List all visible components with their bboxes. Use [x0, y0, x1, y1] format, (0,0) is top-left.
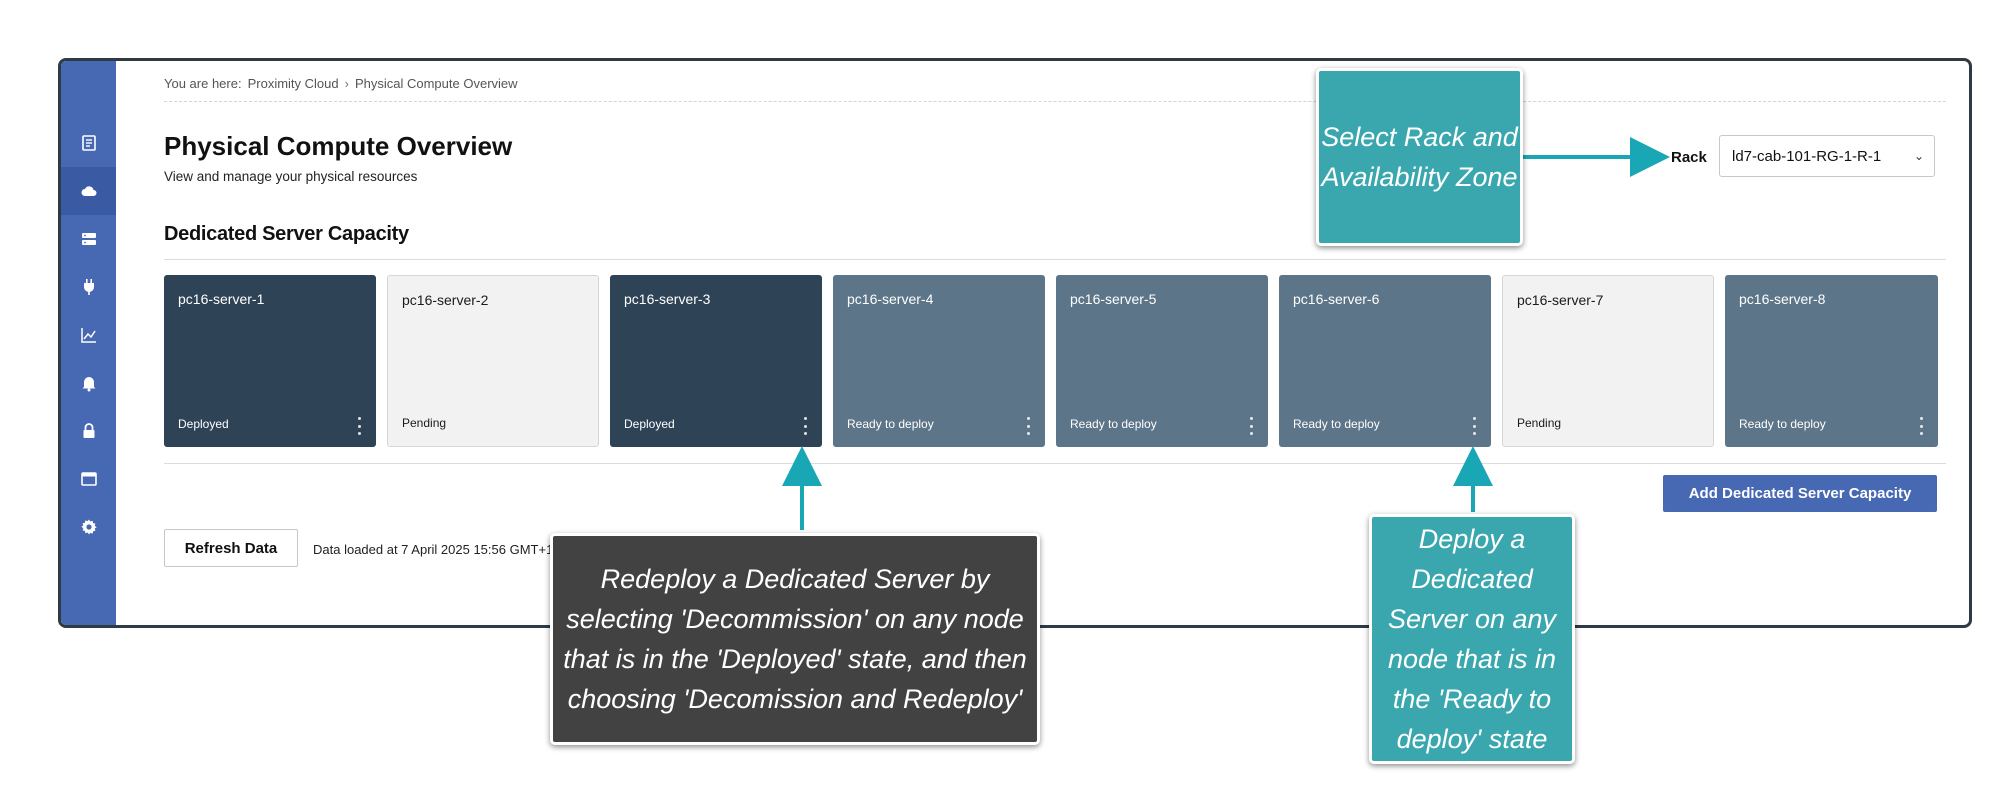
rack-label: Rack [1671, 149, 1707, 166]
breadcrumb-item-proximity-cloud[interactable]: Proximity Cloud [247, 75, 339, 91]
page-title: Physical Compute Overview [164, 131, 513, 161]
refresh-data-button[interactable]: Refresh Data [164, 529, 298, 567]
server-name: pc16-server-8 [1739, 291, 1826, 307]
server-name: pc16-server-7 [1517, 292, 1604, 308]
server-card[interactable]: pc16-server-2 Pending [387, 275, 599, 447]
divider [164, 463, 1946, 464]
server-card[interactable]: pc16-server-1 Deployed [164, 275, 376, 447]
server-status: Ready to deploy [847, 417, 934, 431]
page-subtitle: View and manage your physical resources [164, 169, 418, 184]
server-card[interactable]: pc16-server-4 Ready to deploy [833, 275, 1045, 447]
server-icon [81, 233, 96, 245]
kebab-menu-icon[interactable] [1918, 417, 1924, 435]
breadcrumb: You are here: Proximity Cloud › Physical… [164, 76, 1946, 102]
server-status: Ready to deploy [1070, 417, 1157, 431]
server-card[interactable]: pc16-server-3 Deployed [610, 275, 822, 447]
main-content: You are here: Proximity Cloud › Physical… [116, 61, 1969, 625]
nav-item-alerts[interactable] [61, 359, 116, 407]
nav-item-settings[interactable] [61, 503, 116, 551]
window-icon [80, 472, 97, 486]
nav-item-servers[interactable] [61, 215, 116, 263]
nav-item-cloud[interactable] [61, 167, 116, 215]
plug-icon [83, 279, 94, 295]
server-name: pc16-server-1 [178, 291, 265, 307]
breadcrumb-prefix: You are here: [164, 75, 242, 91]
rack-select-value: ld7-cab-101-RG-1-R-1 [1732, 147, 1882, 165]
kebab-menu-icon[interactable] [1248, 417, 1254, 435]
server-status: Deployed [178, 417, 229, 431]
server-status: Ready to deploy [1293, 417, 1380, 431]
nav-item-documents[interactable] [61, 119, 116, 167]
cloud-icon [81, 186, 96, 196]
breadcrumb-separator: › [344, 75, 349, 91]
server-status: Deployed [624, 417, 675, 431]
callout-redeploy-text: Redeploy a Dedicated Server by selecting… [563, 564, 1027, 714]
server-card[interactable]: pc16-server-5 Ready to deploy [1056, 275, 1268, 447]
breadcrumb-item-current: Physical Compute Overview [354, 75, 518, 91]
server-status: Ready to deploy [1739, 417, 1826, 431]
server-status: Pending [1517, 416, 1562, 430]
add-capacity-button[interactable]: Add Dedicated Server Capacity [1663, 475, 1937, 512]
server-card[interactable]: pc16-server-8 Ready to deploy [1725, 275, 1938, 447]
data-loaded-timestamp: Data loaded at 7 April 2025 15:56 GMT+1 [313, 542, 554, 557]
rack-select[interactable]: ld7-cab-101-RG-1-R-1 ⌄ [1719, 135, 1935, 177]
nav-item-metrics[interactable] [61, 311, 116, 359]
callout-select-rack-text: Select Rack and Availability Zone [1321, 122, 1518, 192]
section-title: Dedicated Server Capacity [164, 223, 409, 245]
sidebar [61, 61, 116, 625]
gear-icon [80, 519, 97, 535]
kebab-menu-icon[interactable] [356, 417, 362, 435]
server-status: Pending [402, 416, 447, 430]
callout-deploy-text: Deploy a Dedicated Server on any node th… [1387, 524, 1557, 754]
server-name: pc16-server-3 [624, 291, 711, 307]
nav-item-console[interactable] [61, 455, 116, 503]
server-card[interactable]: pc16-server-7 Pending [1502, 275, 1714, 447]
callout-select-rack: Select Rack and Availability Zone [1316, 68, 1523, 246]
chevron-down-icon: ⌄ [1913, 149, 1924, 163]
divider [164, 259, 1946, 260]
callout-redeploy: Redeploy a Dedicated Server by selecting… [550, 533, 1040, 745]
document-icon [81, 135, 96, 151]
kebab-menu-icon[interactable] [1025, 417, 1031, 435]
nav-item-network[interactable] [61, 263, 116, 311]
server-card[interactable]: pc16-server-6 Ready to deploy [1279, 275, 1491, 447]
kebab-menu-icon[interactable] [1471, 417, 1477, 435]
server-name: pc16-server-6 [1293, 291, 1380, 307]
callout-deploy: Deploy a Dedicated Server on any node th… [1369, 514, 1575, 764]
server-card-grid: pc16-server-1 Deployed pc16-server-2 Pen… [164, 275, 1946, 447]
lock-icon [83, 423, 94, 438]
server-name: pc16-server-2 [402, 292, 489, 308]
nav-item-security[interactable] [61, 407, 116, 455]
chart-icon [80, 328, 96, 343]
server-name: pc16-server-4 [847, 291, 934, 307]
bell-icon [82, 377, 95, 392]
server-name: pc16-server-5 [1070, 291, 1157, 307]
kebab-menu-icon[interactable] [802, 417, 808, 435]
